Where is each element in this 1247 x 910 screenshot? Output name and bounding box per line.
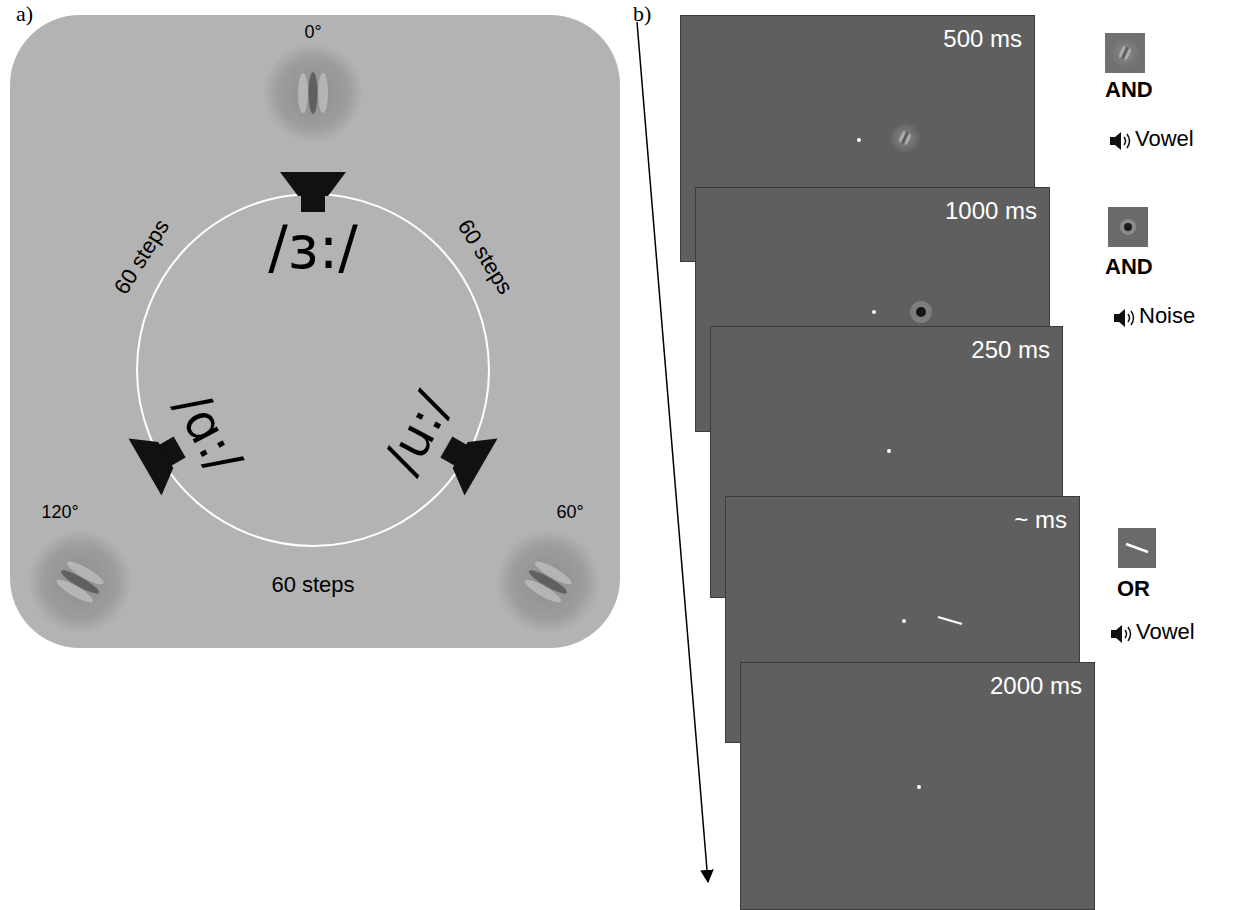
gabor-patch — [1104, 32, 1147, 75]
side-icons — [1104, 32, 1156, 643]
continuum-circle — [137, 194, 489, 546]
angle-label: 0° — [304, 23, 321, 43]
condition-label: AND — [1105, 255, 1153, 279]
probe-icon — [1118, 528, 1156, 568]
noise-icon — [1108, 207, 1148, 247]
panel-label: b) — [633, 2, 651, 26]
condition-label: AND — [1105, 78, 1153, 102]
condition-label: OR — [1117, 577, 1150, 601]
sound-icon — [1110, 132, 1130, 150]
gabor-patch — [263, 43, 363, 143]
speaker-symbol — [280, 172, 346, 212]
step-label: 60 steps — [110, 215, 175, 298]
duration-label: 1000 ms — [945, 198, 1037, 224]
gabor-patch — [884, 117, 927, 160]
fixation-dot — [872, 310, 876, 314]
sound-label: Vowel — [1136, 620, 1195, 644]
vowel-label: /ɜ:/ — [268, 217, 357, 281]
gabor-icon — [1104, 32, 1147, 75]
fixation-dot — [887, 449, 891, 453]
stimulus-illustration — [10, 15, 620, 648]
sound-icon — [1111, 625, 1131, 643]
fixation-dot — [902, 619, 906, 623]
gabor-patch — [477, 511, 619, 648]
sound-label: Vowel — [1135, 127, 1194, 151]
screen-illustration — [741, 663, 1096, 910]
fixation-dot — [917, 785, 921, 789]
duration-label: 500 ms — [943, 26, 1022, 52]
vowel-label: /u:/ — [374, 384, 461, 482]
screen-frame: 2000 ms — [740, 662, 1095, 910]
fixation-dot — [857, 138, 861, 142]
sound-label: Noise — [1139, 304, 1195, 328]
step-label: 60 steps — [453, 215, 518, 298]
noise-patch — [910, 301, 932, 323]
gabor-patch — [10, 511, 151, 648]
panel-label: a) — [16, 2, 33, 26]
angle-label: 120° — [41, 503, 78, 523]
vowel-label: /ɑ:/ — [164, 384, 251, 482]
duration-label: 2000 ms — [990, 673, 1082, 699]
sound-icon — [1114, 309, 1134, 327]
duration-label: ~ ms — [1014, 507, 1067, 533]
angle-label: 60° — [556, 503, 583, 523]
stimulus-space-panel: 0° /ɜ:/ 60 steps 60 steps/ɑ:/ /u:/ 120° 60° 60 … — [10, 15, 620, 648]
probe-line — [938, 617, 962, 624]
duration-label: 250 ms — [971, 337, 1050, 363]
step-label: 60 steps — [271, 573, 354, 597]
